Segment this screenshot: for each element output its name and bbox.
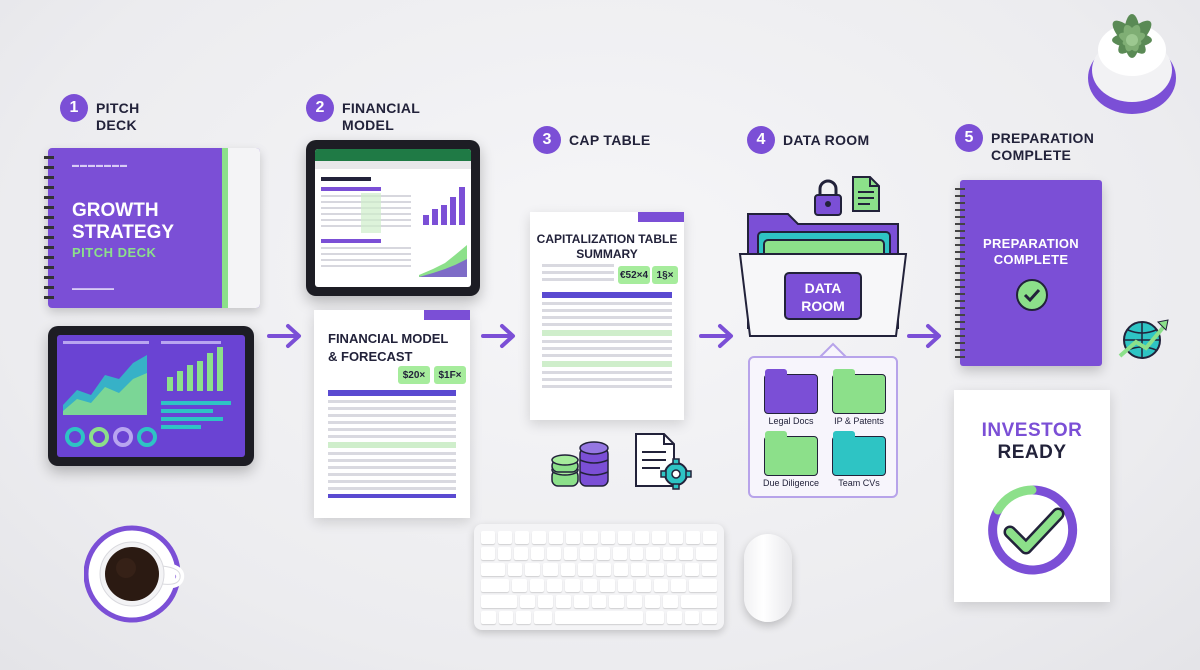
investor-ready-line1: INVESTOR: [981, 420, 1083, 441]
pitch-deck-subtitle: PITCH DECK: [72, 245, 157, 260]
financial-kpi-1: $20×: [398, 366, 430, 384]
cap-table-title: CAPITALIZATION TABLE SUMMARY: [536, 232, 678, 261]
financial-table-lines: [328, 390, 456, 502]
check-circle-icon: [1016, 279, 1048, 311]
step-label: DATA ROOM: [783, 132, 870, 148]
arrow-right-icon: [907, 324, 941, 348]
lock-icon: [814, 179, 842, 216]
step-number: 5: [955, 124, 983, 152]
folder-ip-patents[interactable]: [832, 369, 886, 414]
dashboard-chart-graphic: [63, 341, 231, 447]
folder-label-legal-docs: Legal Docs: [768, 416, 814, 426]
data-room-label: DATA ROOM: [784, 272, 862, 320]
arrow-right-icon: [267, 324, 301, 348]
step-number: 4: [747, 126, 775, 154]
financial-doc-title: FINANCIAL MODEL & FORECAST: [328, 331, 449, 364]
cap-table-kpi-2: 1§×: [652, 266, 678, 284]
step-3-header: 3 CAP TABLE: [533, 126, 651, 154]
step-number: 3: [533, 126, 561, 154]
folder-label-ip-patents: IP & Patents: [834, 416, 884, 426]
coffee-cup: [84, 525, 185, 623]
callout-pointer: [819, 342, 847, 358]
document-icon: [852, 176, 880, 212]
folder-label-due-diligence: Due Diligence: [762, 478, 820, 488]
binder-decoration: ▬▬▬▬▬▬▬: [72, 162, 128, 169]
folder-team-cvs[interactable]: [832, 431, 886, 476]
folder-label-team-cvs: Team CVs: [838, 478, 880, 488]
cap-table-lines: [542, 292, 672, 392]
mouse: [744, 534, 792, 622]
step-number: 1: [60, 94, 88, 122]
folder-due-diligence[interactable]: [764, 431, 818, 476]
coins-icon: [551, 441, 609, 487]
dashboard-tablet: [48, 326, 254, 466]
data-room-contents: Legal Docs IP & Patents Due Diligence Te…: [748, 356, 898, 498]
investor-ready-card: INVESTOR READY: [954, 390, 1110, 602]
succulent-plant: [1088, 14, 1176, 114]
binder-footer-line: ▬▬▬▬▬▬▬: [72, 286, 114, 292]
arrow-right-icon: [481, 324, 515, 348]
pitch-deck-title: GROWTH STRATEGY: [72, 200, 175, 243]
step-4-header: 4 DATA ROOM: [747, 126, 869, 154]
cap-table-document: CAPITALIZATION TABLE SUMMARY €52×4 1§×: [530, 212, 684, 420]
preparation-notebook: PREPARATION COMPLETE: [955, 180, 1102, 366]
cap-table-kpi-1: €52×4: [618, 266, 650, 284]
arrow-right-icon: [699, 324, 733, 348]
big-check-circle-icon: [988, 485, 1078, 575]
investor-ready-line2: READY: [997, 442, 1067, 463]
folder-legal-docs[interactable]: [764, 369, 818, 414]
step-number: 2: [306, 94, 334, 122]
keyboard: [474, 524, 724, 630]
spreadsheet-graphic: [315, 149, 471, 277]
step-label: CAP TABLE: [569, 132, 651, 148]
pitch-deck-binder: ▬▬▬▬▬▬▬ GROWTH STRATEGY PITCH DECK ▬▬▬▬▬…: [44, 148, 260, 308]
financial-model-document: FINANCIAL MODEL & FORECAST $20× $1F×: [314, 310, 470, 518]
financial-kpi-2: $1F×: [434, 366, 466, 384]
growth-globe-icon: [1118, 319, 1169, 359]
notebook-title: PREPARATION COMPLETE: [983, 236, 1079, 267]
document-gear-icon: [635, 433, 692, 490]
spreadsheet-tablet: [306, 140, 480, 296]
cap-table-intro-lines: [542, 260, 614, 285]
